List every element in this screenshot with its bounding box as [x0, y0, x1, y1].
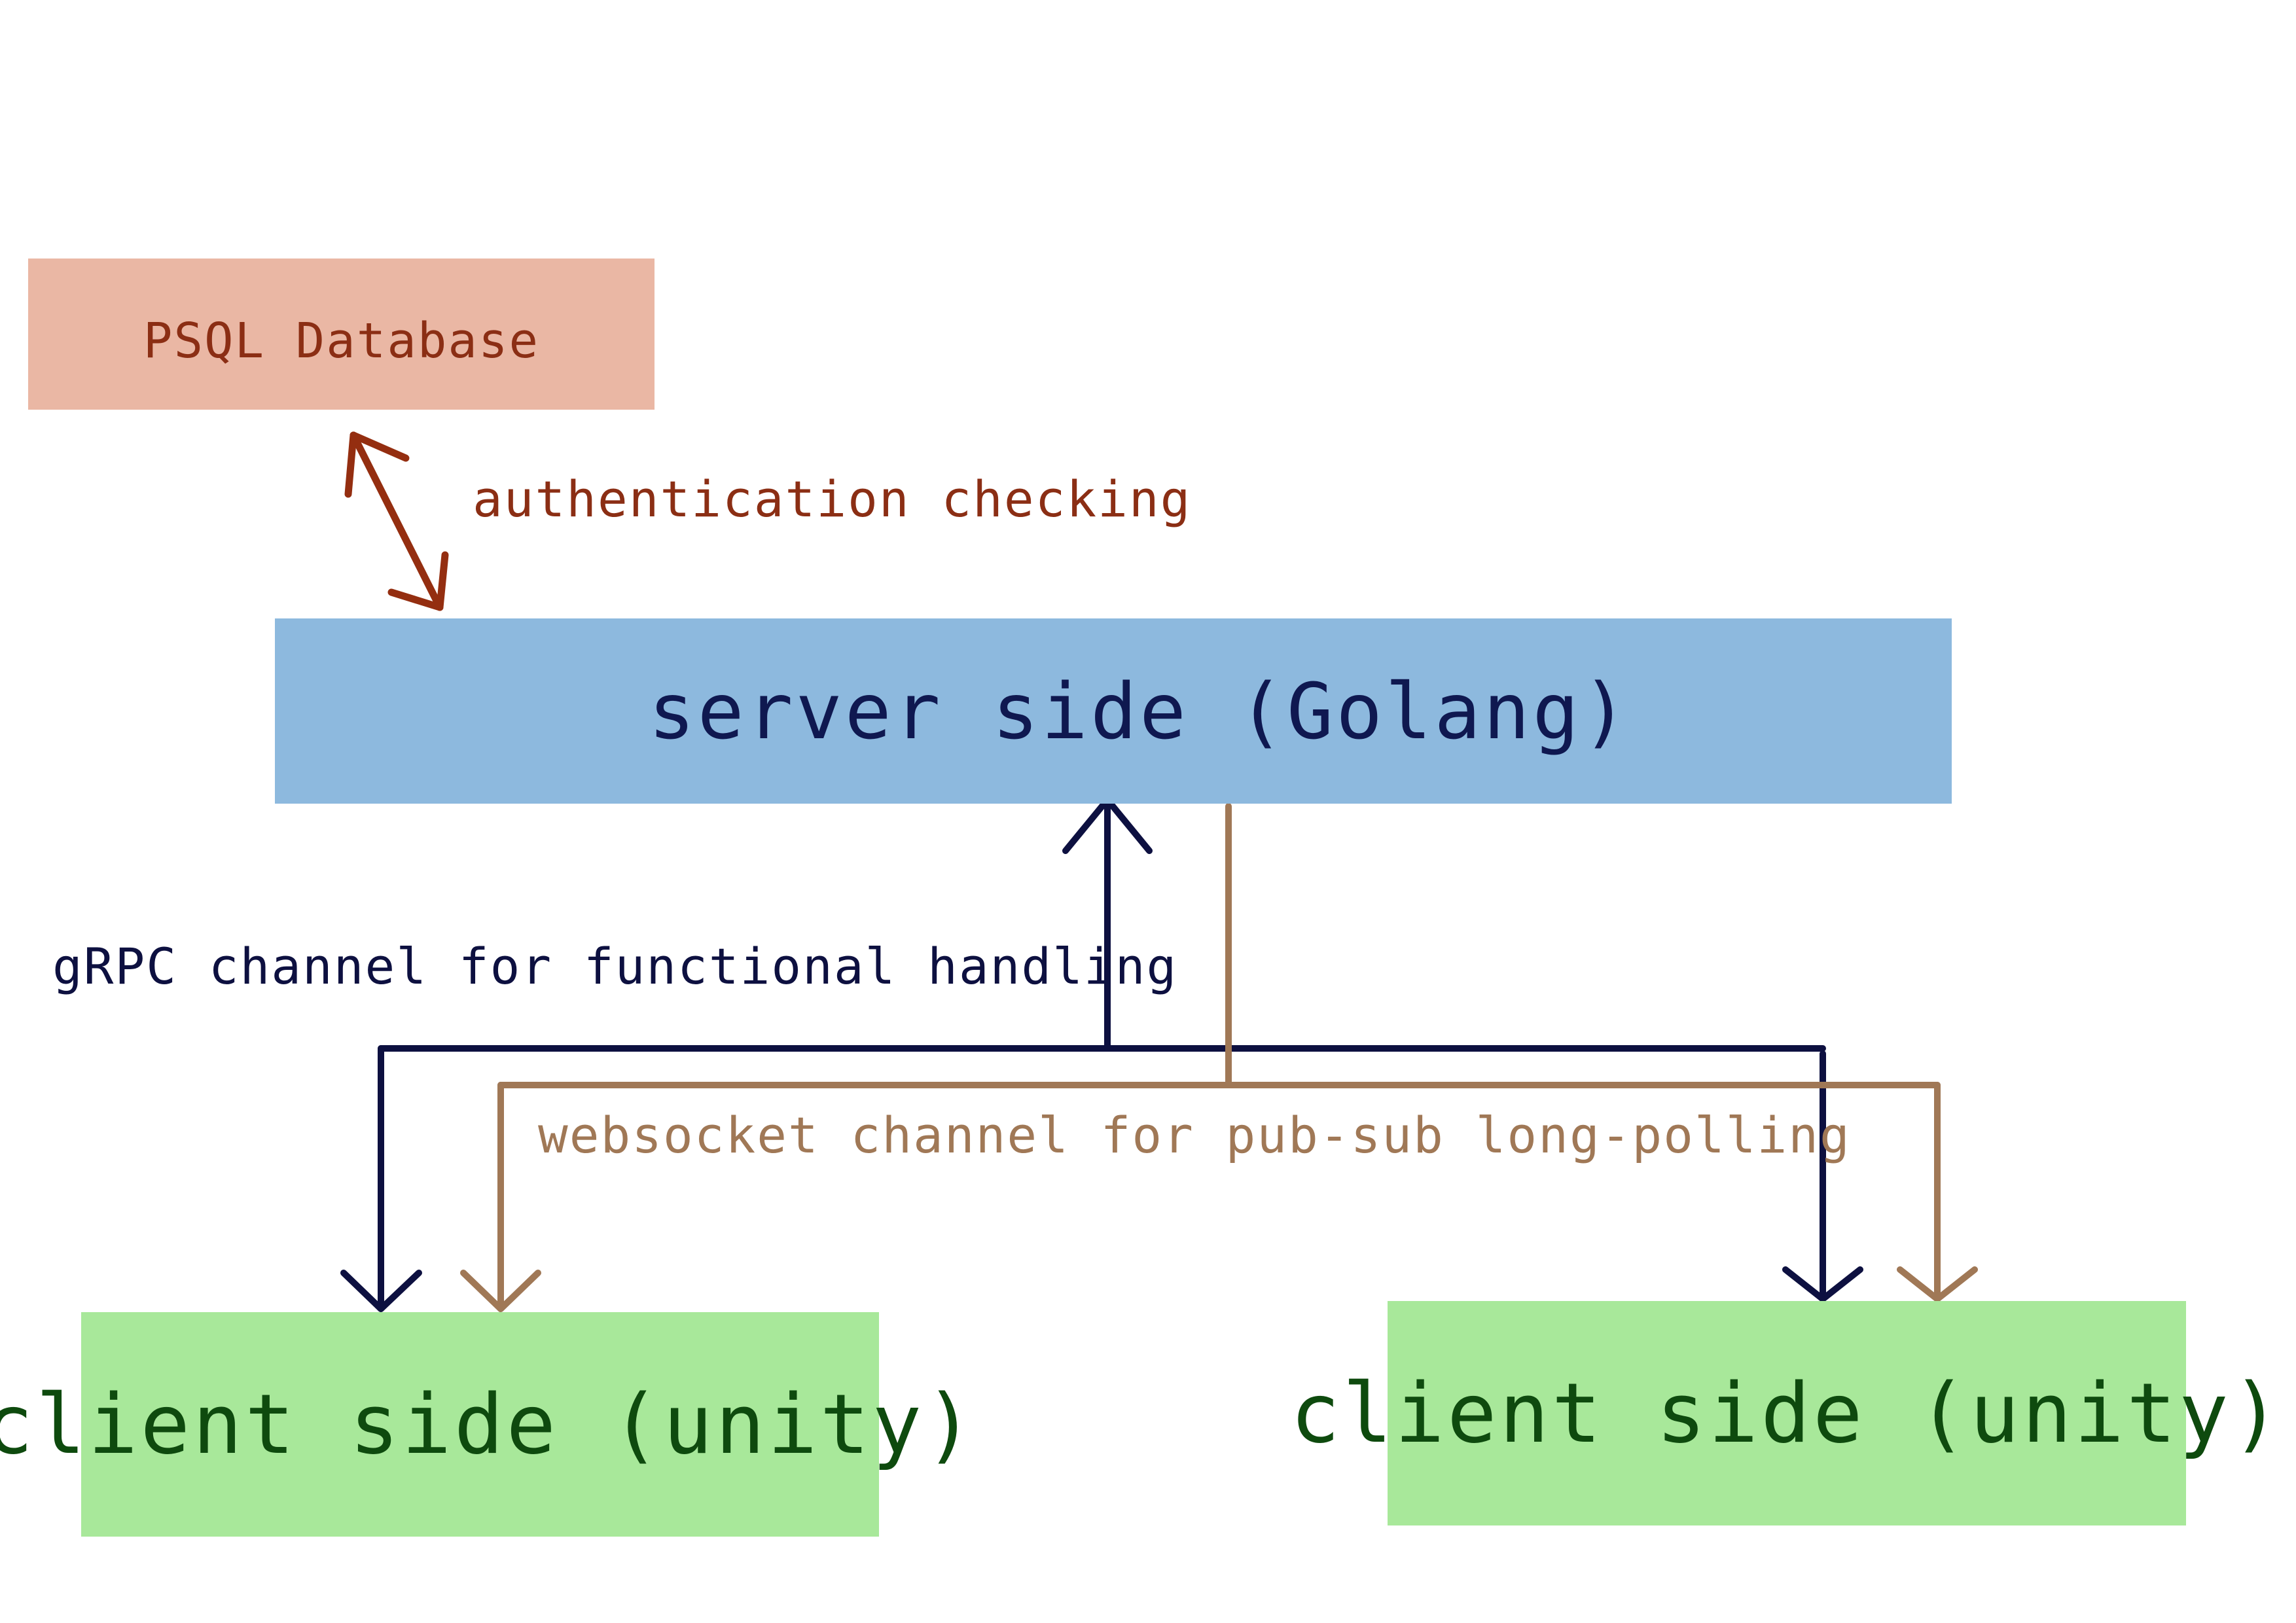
grpc-edge-label: gRPC channel for functional handling [52, 937, 1178, 995]
server-label: server side (Golang) [648, 666, 1631, 757]
auth-edge-label: authentication checking [473, 470, 1192, 528]
websocket-edge-label: websocket channel for pub-sub long-polli… [538, 1106, 1851, 1164]
grpc-connector [340, 796, 1863, 1312]
auth-arrow-shaft [350, 431, 444, 611]
websocket-connector [460, 803, 1978, 1312]
grpc-arrow-head-client-left [340, 1270, 422, 1312]
database-label: PSQL Database [143, 312, 540, 369]
client-right-label: client side (unity) [1290, 1365, 2284, 1461]
database-node: PSQL Database [28, 259, 655, 410]
client-left-label: client side (unity) [0, 1376, 977, 1472]
ws-arrow-head-client-right [1897, 1266, 1978, 1302]
client-node-left: client side (unity) [0, 1312, 974, 1537]
ws-arrow-head-client-left [460, 1270, 541, 1312]
auth-arrow [344, 431, 449, 611]
server-node: server side (Golang) [275, 618, 1952, 804]
grpc-arrow-head-client-right [1782, 1266, 1863, 1302]
auth-arrow-head-bottom [387, 551, 449, 611]
auth-arrow-head-top [344, 431, 410, 498]
client-node-right: client side (unity) [1290, 1301, 2281, 1525]
